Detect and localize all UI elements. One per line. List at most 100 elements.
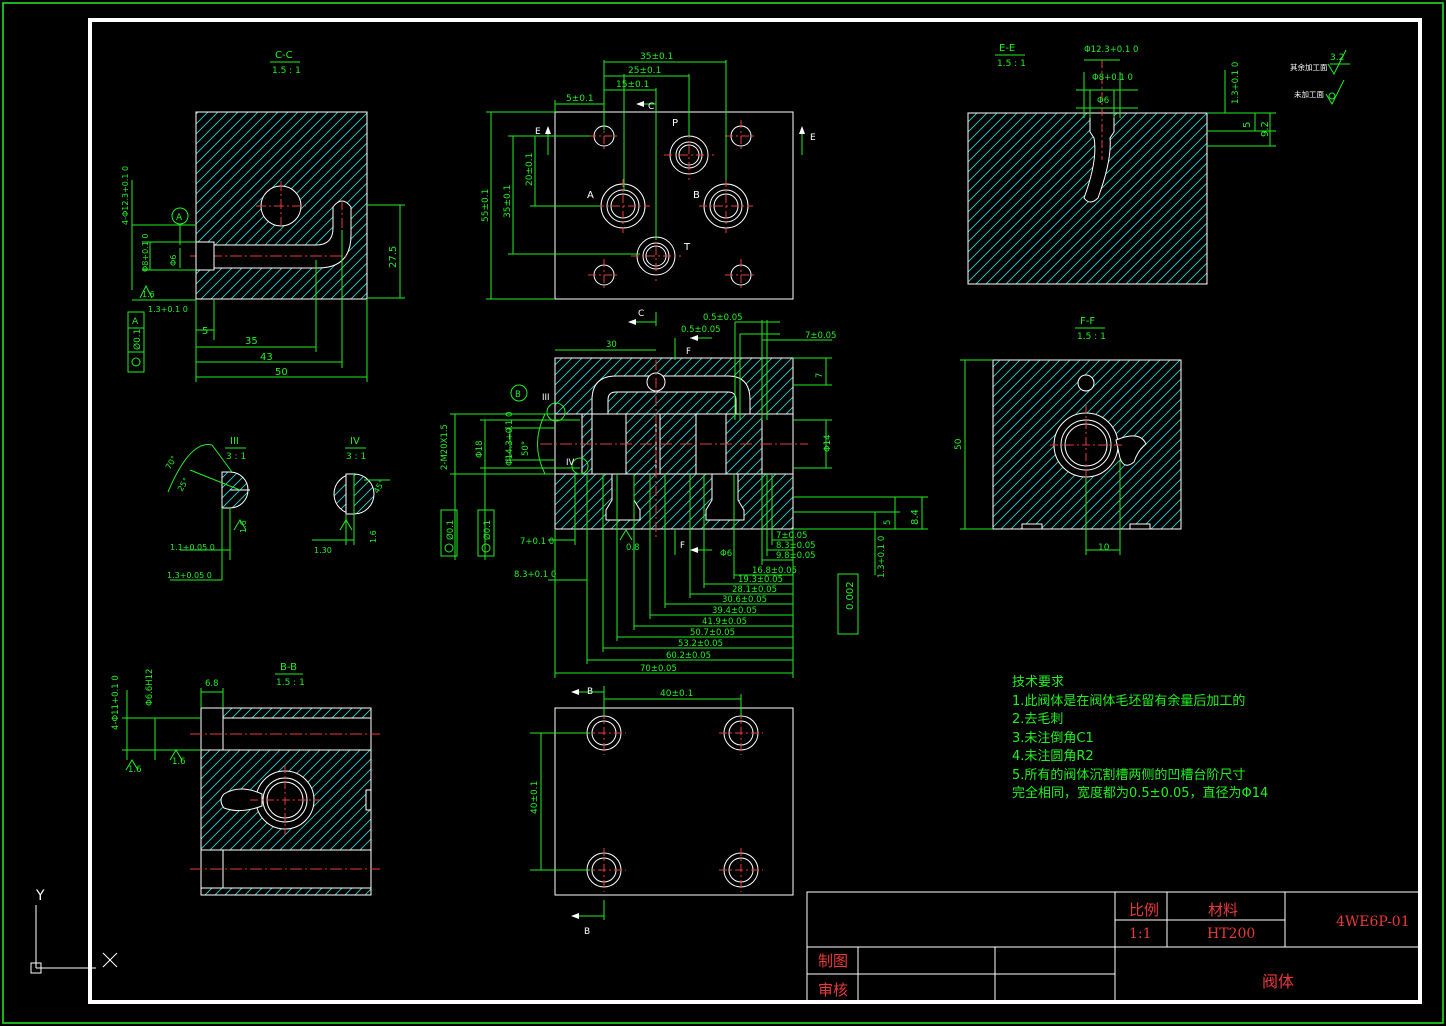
bb-ra-2: 1.6 bbox=[172, 757, 186, 767]
stack-1: 8.3±0.05 bbox=[776, 541, 816, 551]
iv-ra: 1.6 bbox=[369, 530, 378, 543]
cc-dim-d8: Φ8+0.1 0 bbox=[141, 234, 150, 272]
cc-dim-50: 50 bbox=[275, 367, 288, 378]
bb-dim-d66: Φ6.6H12 bbox=[145, 669, 155, 706]
ee-dim-d123: Φ12.3+0.1 0 bbox=[1084, 45, 1138, 55]
stack-2: 9.8±0.05 bbox=[776, 551, 816, 561]
surface-note-rough: 未加工面 bbox=[1294, 89, 1324, 99]
cc-dim-13: 1.3+0.1 0 bbox=[148, 305, 188, 314]
bottom-body bbox=[554, 707, 794, 896]
port-a: A bbox=[587, 190, 594, 201]
sec-f-top: F bbox=[686, 347, 691, 357]
view-iv bbox=[312, 473, 390, 545]
cc-dim-43: 43 bbox=[260, 352, 273, 363]
mid-labels: 30 0.5±0.05 0.5±0.05 7±0.05 7 Φ14 2-M20X… bbox=[440, 313, 921, 674]
top-dim-20: 20±0.1 bbox=[525, 153, 535, 186]
cc-scale: 1.5 : 1 bbox=[272, 66, 301, 76]
sec-f-bottom: F bbox=[680, 541, 685, 551]
tb-drawing-number: 4WE6P-01 bbox=[1336, 914, 1410, 930]
bb-title: B-B bbox=[280, 662, 297, 673]
mid-dim-d18: Φ18 bbox=[475, 440, 485, 458]
bot-dim-40v: 40±0.1 bbox=[530, 781, 540, 814]
mid-dim-7a: 7+0.1 0 bbox=[520, 537, 554, 547]
cc-dim-35: 35 bbox=[245, 336, 258, 347]
tb-scale-label: 比例 bbox=[1129, 901, 1160, 919]
top-dim-35: 35±0.1 bbox=[640, 52, 673, 62]
bb-scale: 1.5 : 1 bbox=[276, 678, 305, 688]
tb-part-name: 阀体 bbox=[1262, 972, 1295, 991]
bot-dim-40: 40±0.1 bbox=[660, 689, 693, 699]
ee-title: E-E bbox=[999, 43, 1015, 54]
iii-labels: III 3 : 1 70° 25° 1.1+0.05 0 1.3+0.05 0 … bbox=[164, 436, 248, 580]
top-dim-5: 5±0.1 bbox=[566, 94, 594, 104]
stack-5: 28.1±0.05 bbox=[732, 585, 777, 595]
balloon-b: B bbox=[515, 390, 521, 400]
mid-dim-30: 30 bbox=[606, 340, 617, 350]
tech-item: 2.去毛刺 bbox=[1012, 712, 1064, 727]
ee-dim-5: 5 bbox=[1242, 122, 1253, 128]
port-t: T bbox=[683, 242, 691, 253]
sec-c-top: C bbox=[648, 102, 654, 112]
iv-dim-45: 45° bbox=[372, 478, 387, 495]
stack-11: 60.2±0.05 bbox=[666, 651, 711, 661]
tb-material-value: HT200 bbox=[1207, 926, 1256, 942]
top-dim-55: 55±0.1 bbox=[481, 189, 491, 222]
mid-dim-d143: Φ14.3+0.1 0 bbox=[505, 412, 515, 466]
mid-dim-d14: Φ14 bbox=[823, 434, 833, 452]
view-iii bbox=[167, 444, 250, 581]
tb-material-label: 材料 bbox=[1208, 901, 1239, 919]
mid-flat: 0.002 bbox=[845, 581, 856, 610]
mid-dim-7: 7±0.05 bbox=[805, 331, 836, 341]
iii-title: III bbox=[230, 436, 239, 447]
cc-labels: C-C 1.5 : 1 35 43 50 5 27.5 4-Φ12.3+0.1 … bbox=[121, 50, 399, 378]
tech-item: 4.未注圆角R2 bbox=[1012, 749, 1094, 764]
stack-9: 50.7±0.05 bbox=[690, 628, 735, 638]
mid-dim-13: 1.3+0.1 0 bbox=[877, 536, 887, 578]
mid-dim-05b: 0.5±0.05 bbox=[681, 325, 721, 335]
ff-dim-50: 50 bbox=[954, 438, 964, 450]
mid-dim-m20: 2-M20X1.5 bbox=[440, 424, 450, 470]
cc-dim-275: 27.5 bbox=[388, 246, 399, 268]
view-middle bbox=[440, 320, 928, 678]
tb-drawn-label: 制图 bbox=[818, 952, 849, 970]
view-ff bbox=[960, 359, 1182, 555]
iii-dim-25: 25° bbox=[176, 476, 191, 493]
stack-0: 7±0.05 bbox=[776, 531, 807, 541]
technical-requirements: 技术要求 1.此阀体是在阀体毛坯留有余量后加工的 2.去毛刺 3.未注倒角C1 … bbox=[1012, 674, 1268, 804]
iii-dim-13: 1.3+0.05 0 bbox=[167, 571, 212, 580]
sec-b-top: B bbox=[587, 687, 593, 697]
tech-title: 技术要求 bbox=[1012, 675, 1065, 690]
balloon-iii: III bbox=[542, 393, 550, 403]
ff-labels: F-F 1.5 : 1 50 10 bbox=[954, 316, 1110, 553]
balloon-a: A bbox=[176, 213, 183, 223]
tb-scale-value: 1:1 bbox=[1129, 926, 1152, 942]
stack-7: 39.4±0.05 bbox=[712, 606, 757, 616]
sec-e-right: E bbox=[810, 133, 816, 143]
view-cc bbox=[127, 111, 405, 382]
top-dim-15: 15±0.1 bbox=[616, 80, 649, 90]
sec-b-bottom: B bbox=[584, 927, 590, 937]
cc-title: C-C bbox=[275, 50, 293, 61]
ee-dim-d6: Φ6 bbox=[1097, 96, 1109, 106]
iv-dim-130: 1.30 bbox=[314, 546, 332, 555]
surface-note-other: 其余加工面 bbox=[1290, 62, 1328, 72]
stack-10: 53.2±0.05 bbox=[678, 639, 723, 649]
drawing-border bbox=[88, 18, 1422, 1004]
iii-ra: 1.6 bbox=[239, 520, 248, 533]
mid-dim-5: 5 bbox=[883, 520, 893, 525]
top-dim-35v: 35±0.1 bbox=[503, 185, 513, 218]
bb-dim-d11: 4-Φ11+0.1 0 bbox=[111, 675, 121, 730]
iii-dim-11: 1.1+0.05 0 bbox=[170, 543, 215, 552]
ee-dim-d8: Φ8+0.1 0 bbox=[1092, 73, 1133, 83]
ucs-icon bbox=[30, 905, 118, 974]
mid-dim-7v: 7 bbox=[815, 373, 825, 378]
mid-dim-08: 0.8 bbox=[626, 543, 640, 553]
iii-dim-70: 70° bbox=[164, 454, 179, 471]
ee-scale: 1.5 : 1 bbox=[997, 59, 1026, 69]
ee-dim-13: 1.3+0.1 0 bbox=[1231, 62, 1241, 104]
ee-dim-92: 9.2 bbox=[1260, 121, 1271, 137]
stack-12: 70±0.05 bbox=[640, 664, 677, 674]
tech-item: 5.所有的阀体沉割槽两侧的凹槽台阶尺寸 bbox=[1012, 767, 1246, 783]
